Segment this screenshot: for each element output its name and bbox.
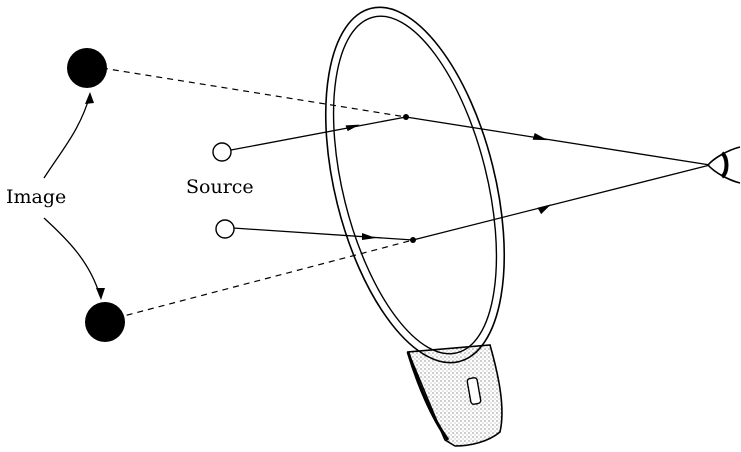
lower-incident-ray: [233, 228, 413, 240]
upper-refracted-ray: [406, 117, 710, 165]
upper-pointer-arrowhead: [85, 92, 94, 104]
upper-incident-arrow: [346, 123, 361, 132]
lower-image-dot: [85, 302, 125, 342]
pointer-to-upper-image: [44, 95, 90, 178]
magnifier-lens: [293, 0, 536, 381]
lower-source-dot: [216, 220, 234, 238]
lower-refracted-ray: [413, 165, 710, 240]
upper-incident-ray: [231, 117, 406, 150]
pointer-to-lower-image: [44, 218, 100, 296]
upper-source-dot: [213, 143, 231, 161]
upper-virtual-ray: [102, 68, 406, 117]
lower-pointer-arrowhead: [96, 288, 105, 300]
magnifier-handle: [408, 345, 502, 446]
upper-refracted-arrow: [533, 133, 549, 142]
upper-refraction-point: [403, 114, 409, 120]
image-label: Image: [6, 186, 66, 208]
lower-virtual-ray: [116, 240, 413, 318]
lower-incident-arrow: [362, 233, 376, 240]
lower-refraction-point: [410, 237, 416, 243]
source-label: Source: [186, 176, 254, 198]
upper-image-dot: [67, 48, 107, 88]
eye-icon: [708, 147, 740, 183]
